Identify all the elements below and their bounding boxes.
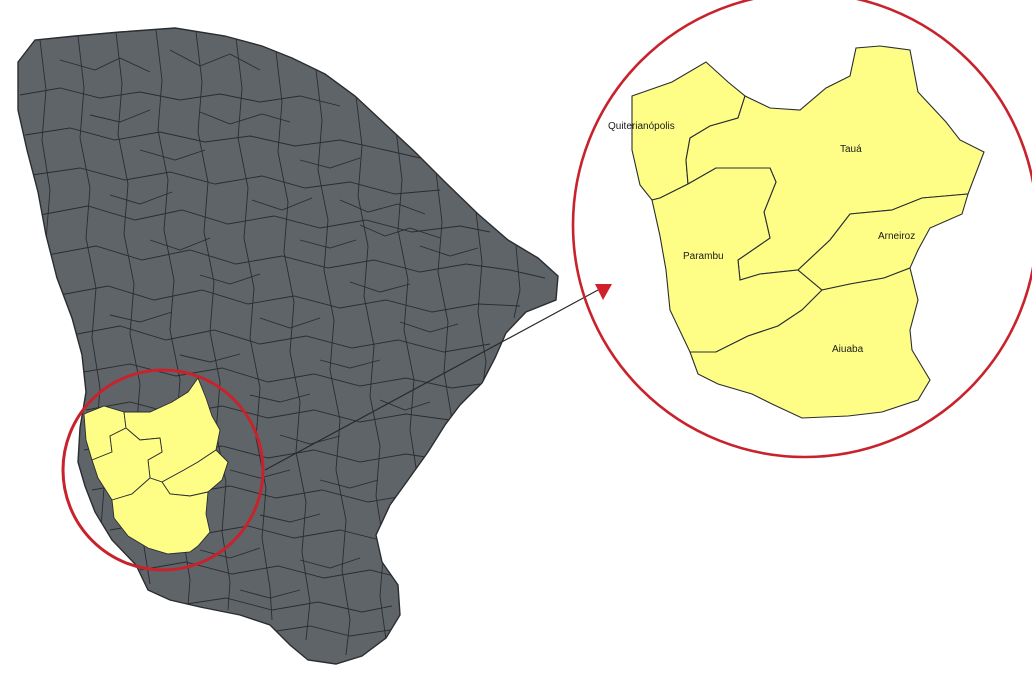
connector-line: [264, 289, 599, 471]
inset-parambu: [651, 167, 823, 353]
label-aiuaba: Aiuaba: [832, 344, 864, 355]
label-quiterianopolis: Quiterianópolis: [608, 121, 675, 132]
inset-aiuaba: [689, 267, 931, 419]
label-arneiroz: Arneiroz: [878, 231, 915, 242]
label-taua: Tauá: [840, 144, 862, 155]
region-circle-small: [61, 368, 265, 572]
highlight-aiuaba: [111, 477, 211, 555]
inset-circle-large: [571, 0, 1032, 459]
label-parambu: Parambu: [683, 251, 724, 262]
highlight-region-main: [83, 377, 229, 555]
state-ceara: [17, 27, 559, 665]
arrowhead-icon: [595, 284, 612, 300]
inset-enlargement: Quiterianópolis Tauá Parambu Arneiroz Ai…: [608, 45, 985, 419]
